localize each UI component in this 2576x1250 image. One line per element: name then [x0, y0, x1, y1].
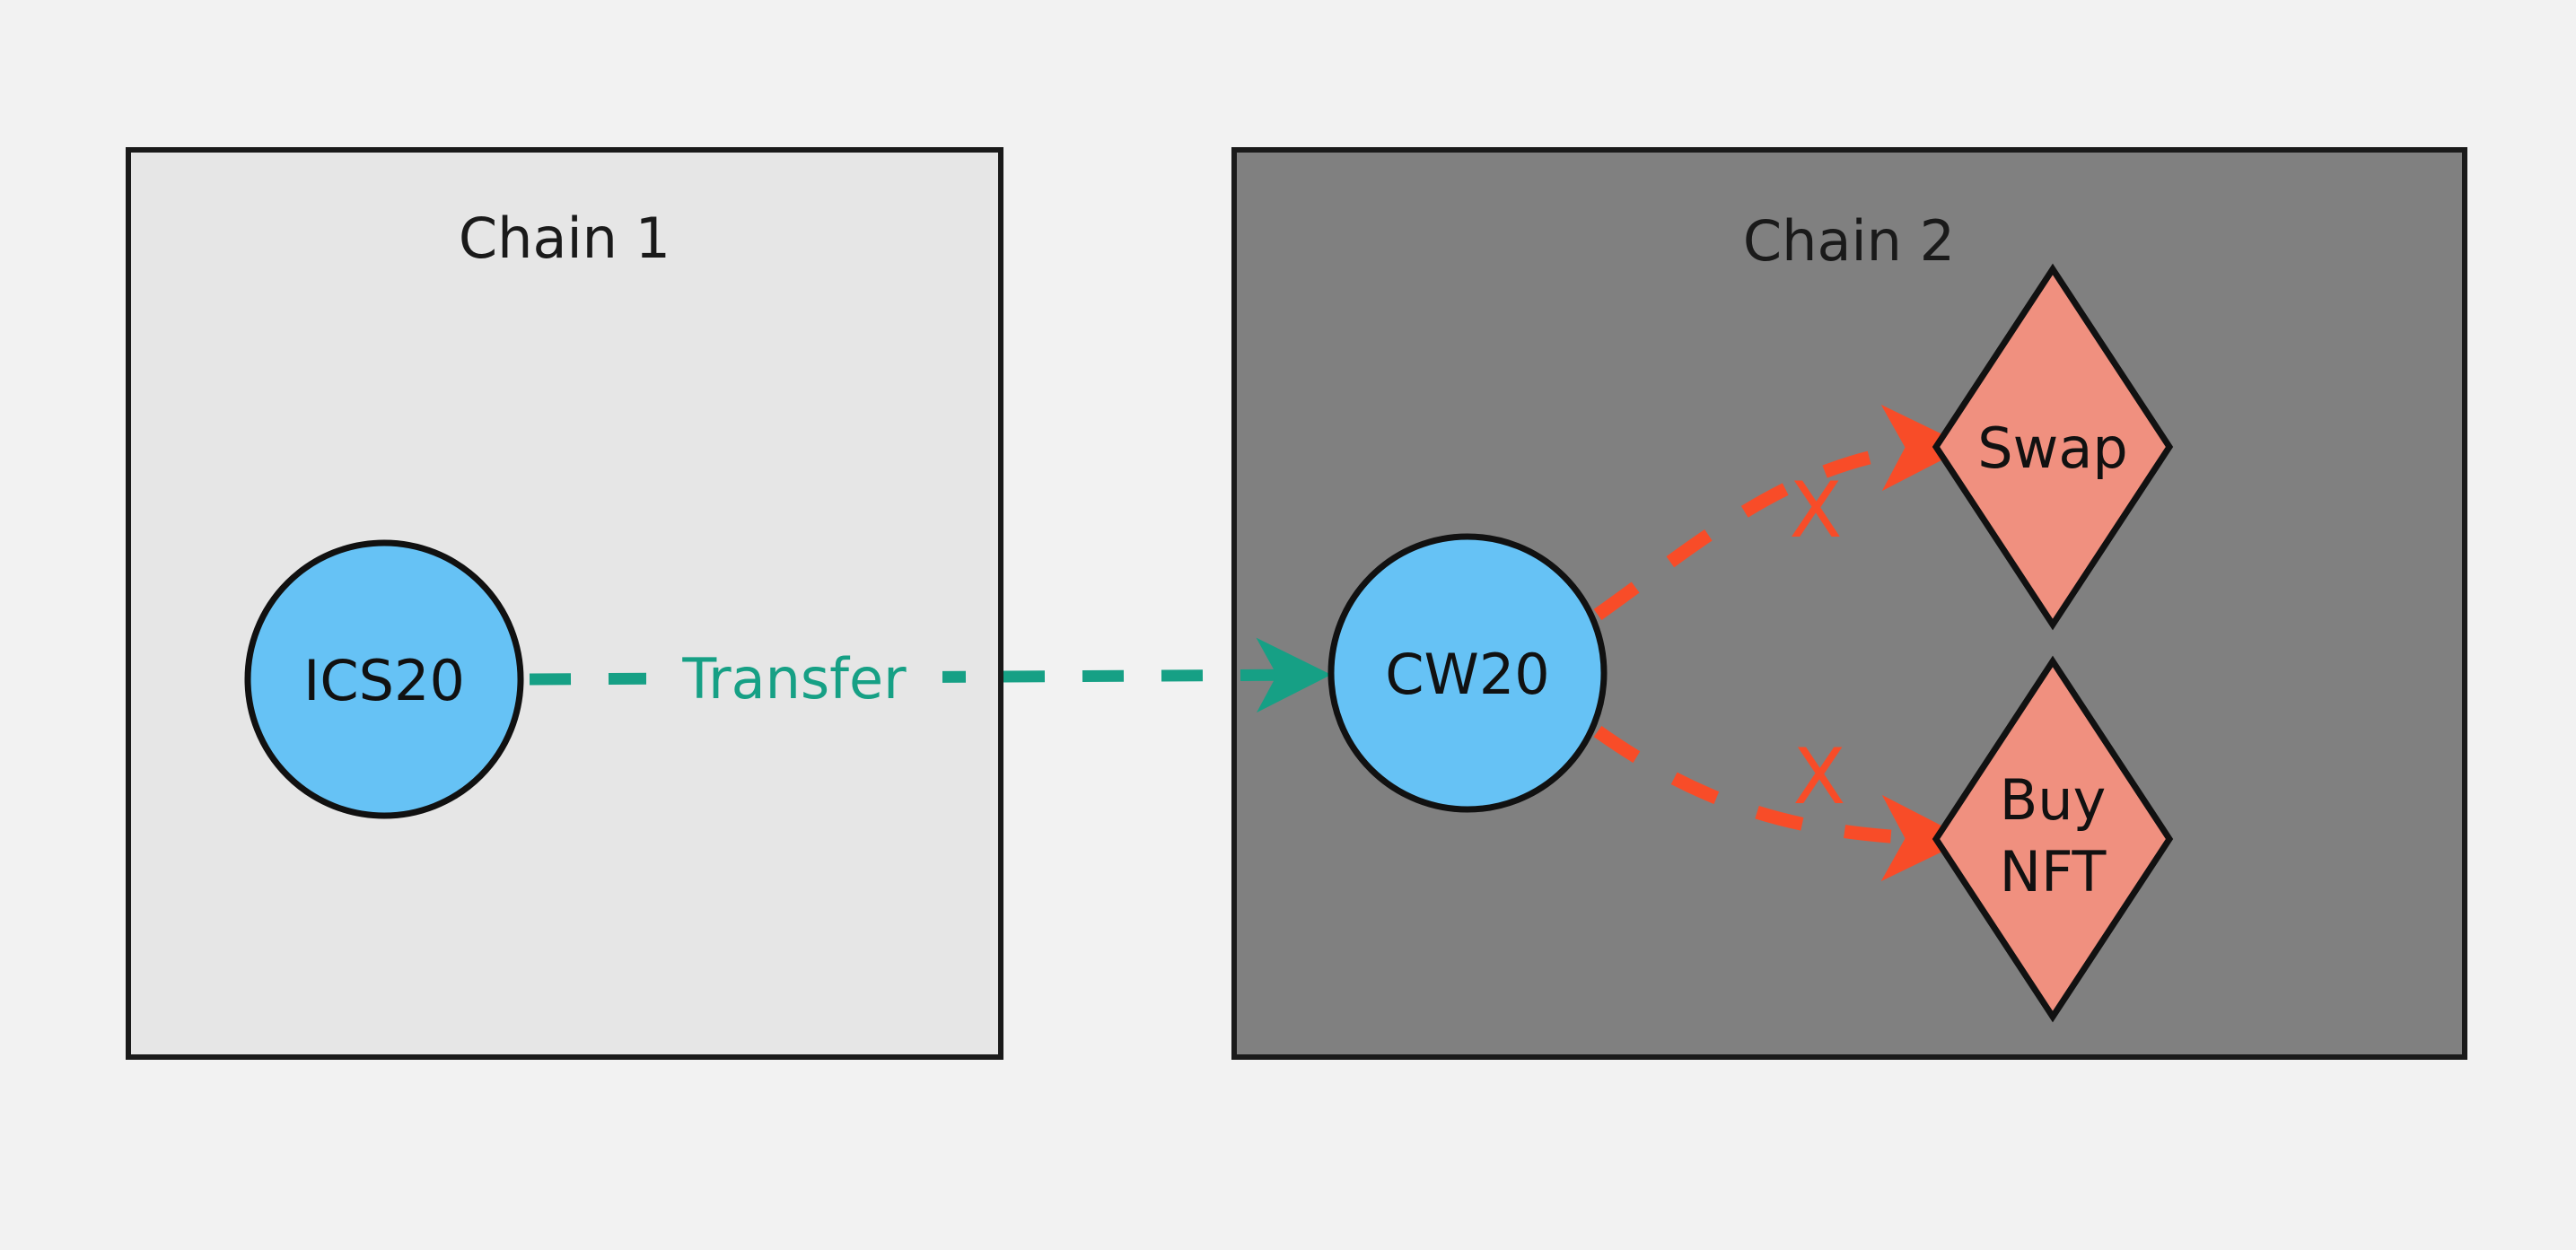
- ics20-label: ICS20: [303, 648, 465, 713]
- chain1-box: [126, 147, 1003, 1060]
- cw20-circle: [1327, 533, 1608, 813]
- edge-cw20-to-swap[interactable]: X: [1593, 404, 1968, 621]
- transfer-label-backdrop: [646, 639, 942, 721]
- node-cw20[interactable]: CW20: [1327, 533, 1608, 813]
- swap-diamond: [1932, 263, 2174, 631]
- chain1-title: Chain 1: [459, 205, 670, 271]
- blocked-marker-buy-nft-icon: X: [1793, 732, 1846, 822]
- node-buy-nft[interactable]: Buy NFT: [1932, 655, 2174, 1023]
- blocked-marker-swap-icon: X: [1790, 466, 1843, 555]
- transfer-line: [529, 637, 1332, 713]
- chain2-title: Chain 2: [1743, 208, 1955, 274]
- buy-nft-label-line1: Buy: [2000, 767, 2107, 833]
- cw20-to-swap-line: [1593, 404, 1968, 621]
- buy-nft-diamond: [1932, 655, 2174, 1023]
- cw20-to-buy-nft-line: [1593, 725, 1968, 882]
- edge-transfer[interactable]: Transfer: [529, 637, 1332, 721]
- chain1-container[interactable]: Chain 1: [126, 147, 1003, 1060]
- node-ics20[interactable]: ICS20: [244, 539, 524, 819]
- edge-cw20-to-buy-nft[interactable]: X: [1593, 725, 1968, 882]
- ics20-circle: [244, 539, 524, 819]
- swap-label: Swap: [1977, 415, 2127, 481]
- transfer-label: Transfer: [681, 646, 907, 712]
- buy-nft-label-line2: NFT: [2000, 839, 2107, 905]
- cw20-label: CW20: [1385, 642, 1550, 707]
- node-swap[interactable]: Swap: [1932, 263, 2174, 631]
